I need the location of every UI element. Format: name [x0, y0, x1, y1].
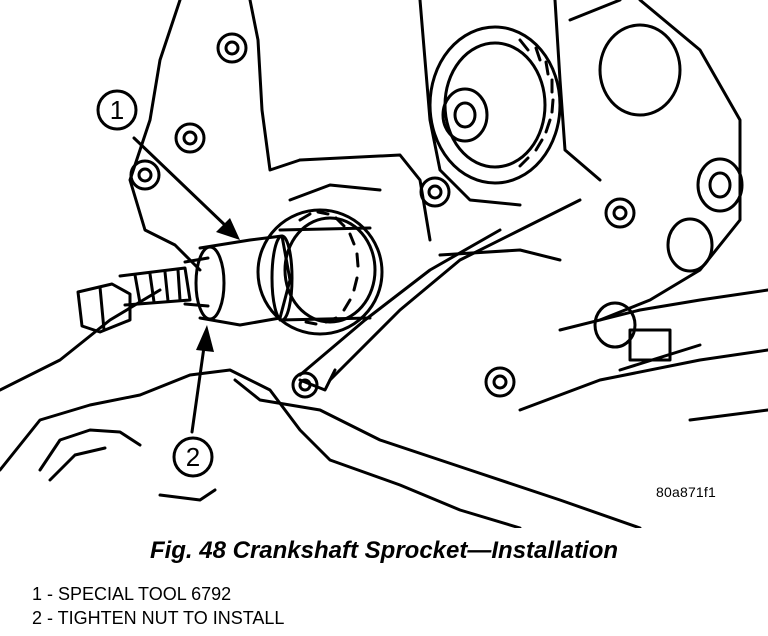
figure-caption: Fig. 48 Crankshaft Sprocket—Installation	[149, 537, 619, 564]
upper-sprocket	[428, 25, 562, 185]
special-tool	[76, 234, 294, 334]
callout-1: 1	[96, 89, 138, 131]
bolts	[129, 32, 636, 399]
legend-item-2: 2 - TIGHTEN NUT TO INSTALL	[32, 608, 285, 628]
crankshaft-sprocket	[256, 208, 384, 336]
leader-arrows	[132, 136, 230, 434]
timing-belt	[298, 0, 602, 392]
engine-block-outline	[0, 0, 768, 528]
sprocket-installation-diagram: 1 2	[0, 0, 768, 528]
lower-pulley	[38, 428, 142, 482]
callout-2: 2	[172, 436, 214, 478]
legend-item-1: 1 - SPECIAL TOOL 6792	[32, 584, 232, 604]
arrow-head-1	[216, 218, 240, 240]
legend: 1 - SPECIAL TOOL 6792 2 - TIGHTEN NUT TO…	[32, 582, 284, 630]
callout-1-number: 1	[110, 95, 124, 125]
callout-2-number: 2	[186, 442, 200, 472]
water-pump-housing	[568, 0, 744, 362]
arrow-head-2	[196, 325, 214, 352]
figure-reference-code: 80a871f1	[656, 484, 716, 500]
